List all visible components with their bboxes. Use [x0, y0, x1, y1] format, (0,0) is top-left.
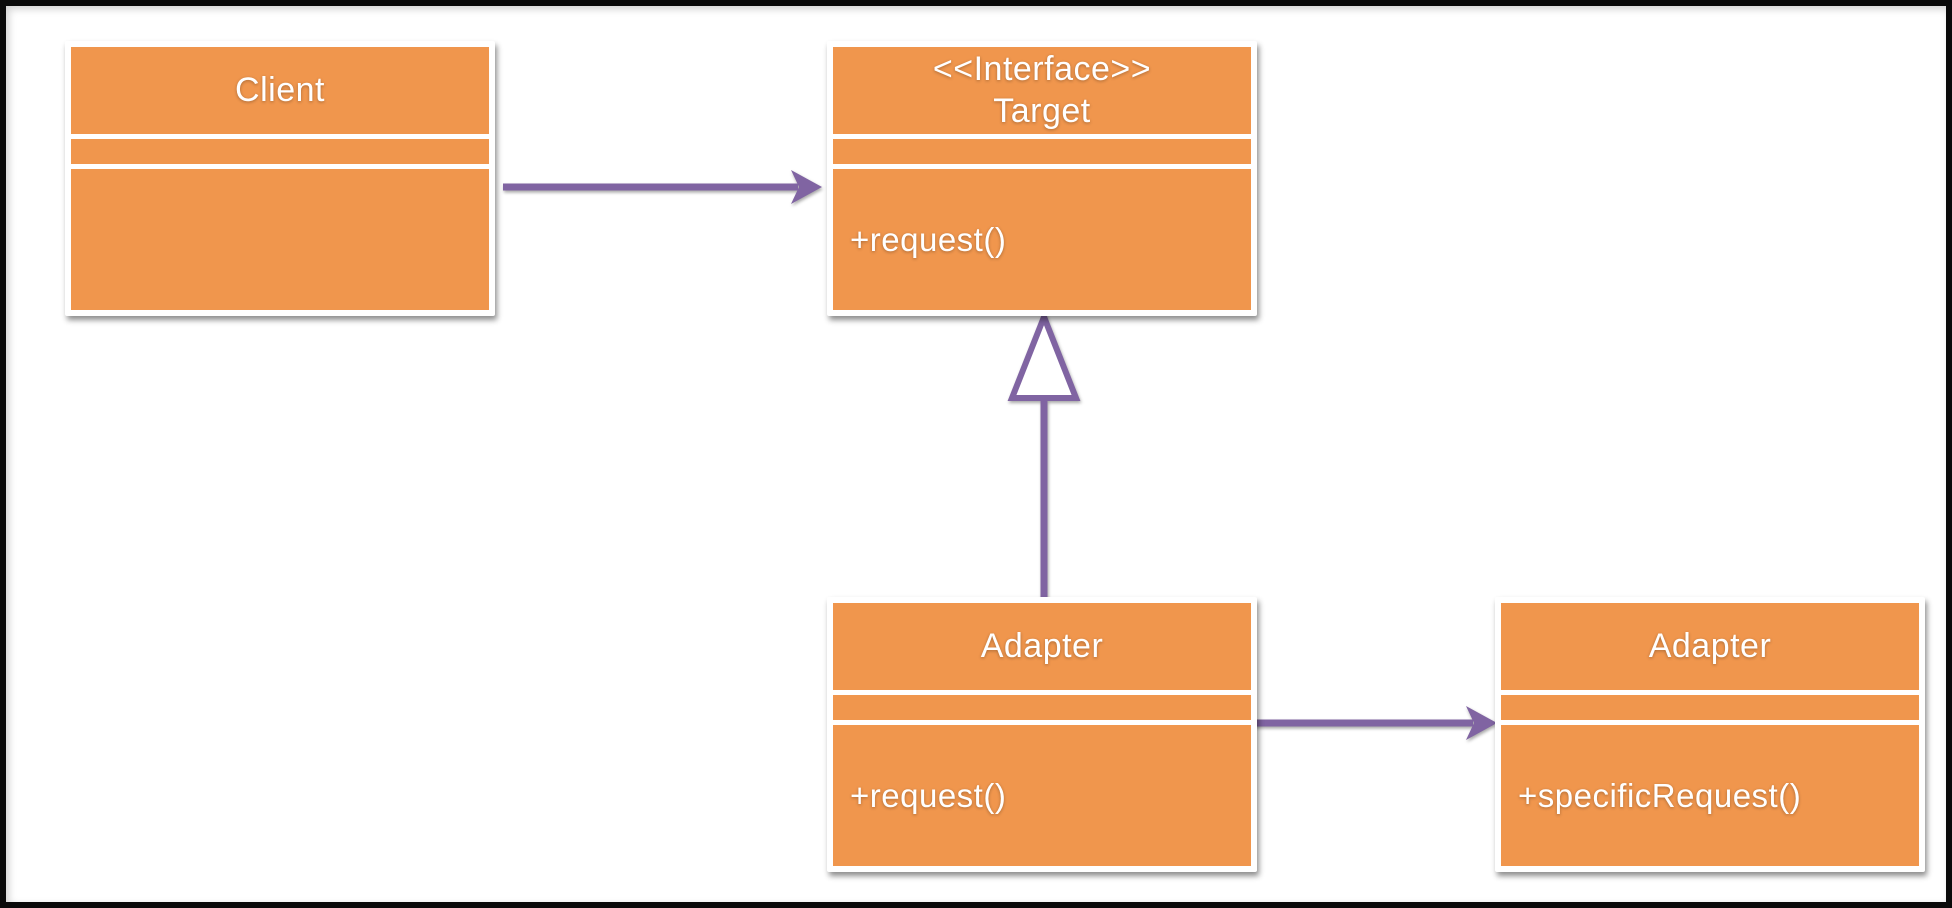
method-label: +request()	[850, 220, 1007, 258]
realization-adapter-to-target	[1007, 308, 1081, 603]
class-name: Adapter	[1648, 626, 1772, 665]
class-title: Adapter	[833, 603, 1251, 690]
class-title: Client	[71, 47, 489, 134]
class-name: Target	[993, 91, 1091, 130]
methods-compartment: +request()	[833, 169, 1251, 310]
class-title: <<Interface>> Target	[833, 47, 1251, 134]
attributes-compartment	[833, 695, 1251, 720]
attributes-compartment	[833, 139, 1251, 164]
method-label: +request()	[850, 776, 1007, 814]
class-box-adapter: Adapter +request()	[827, 597, 1257, 872]
class-name: Client	[235, 70, 325, 109]
class-name: Adapter	[980, 626, 1104, 665]
attributes-compartment	[1501, 695, 1919, 720]
hollow-triangle-icon	[1007, 308, 1081, 401]
class-stereotype: <<Interface>>	[932, 50, 1152, 89]
class-box-target: <<Interface>> Target +request()	[827, 41, 1257, 316]
class-title: Adapter	[1501, 603, 1919, 690]
method-label: +specificRequest()	[1518, 776, 1802, 814]
methods-compartment	[71, 169, 489, 310]
methods-compartment: +specificRequest()	[1501, 725, 1919, 866]
arrowhead-icon	[1466, 706, 1497, 740]
attributes-compartment	[71, 139, 489, 164]
class-box-adaptee: Adapter +specificRequest()	[1495, 597, 1925, 872]
arrow-client-to-target	[503, 170, 822, 204]
arrowhead-icon	[791, 170, 822, 204]
arrow-adapter-to-adaptee	[1254, 706, 1497, 740]
class-box-client: Client	[65, 41, 495, 316]
methods-compartment: +request()	[833, 725, 1251, 866]
